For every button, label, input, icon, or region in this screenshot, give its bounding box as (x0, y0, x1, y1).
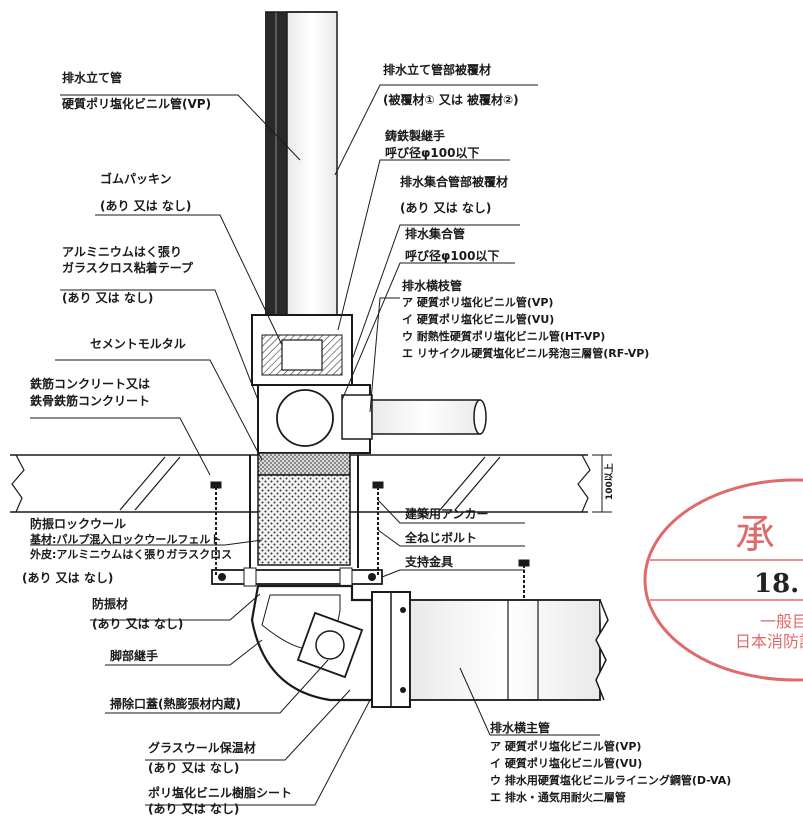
stamp-line1: 一般目 (760, 612, 803, 631)
label-group: 排水立て管 硬質ポリ塩化ビニル管(VP) 排水立て管部被覆材 (被覆材① 又は … (22, 62, 731, 816)
elbow-joint (250, 584, 374, 702)
branch-pipe (371, 399, 487, 435)
label-stack-cover-options: (被覆材① 又は 被覆材②) (383, 92, 519, 107)
label-pvc-sheet-opt: (あり 又は なし) (148, 802, 239, 816)
label-cast-iron-joint: 鋳鉄製継手 (385, 128, 445, 143)
leader-lines (30, 84, 600, 806)
cast-iron-joint (251, 314, 353, 386)
label-alu-tape-opt: (あり 又は なし) (62, 291, 153, 305)
label-rc-1: 鉄筋コンクリート又は (30, 376, 150, 391)
label-anchor: 建築用アンカー (404, 506, 489, 521)
label-main-pipe: 排水横主管 (490, 720, 550, 735)
label-rubber-packing-opt: (あり 又は なし) (100, 199, 191, 213)
dimension-label: 100以上 (603, 463, 615, 500)
label-main-u: ウ 排水用硬質塩化ビニルライニング鋼管(D-VA) (490, 773, 731, 787)
stamp-char: 承 (735, 512, 775, 558)
label-rockwool-opt: (あり 又は なし) (22, 571, 113, 585)
label-branch-pipe: 排水横枝管 (402, 278, 462, 293)
label-bracket: 支持金具 (404, 554, 453, 569)
label-alu-tape-2: ガラスクロス粘着テープ (62, 260, 194, 275)
label-vibration-mat-opt: (あり 又は なし) (92, 617, 183, 631)
label-stack-cover: 排水立て管部被覆材 (383, 62, 491, 77)
approval-stamp: 承 18. 一般目 日本消防設 (643, 478, 803, 682)
label-main-e: エ 排水・通気用耐火二層管 (490, 790, 626, 804)
stack-pipe (265, 11, 338, 333)
label-elbow: 脚部継手 (110, 648, 158, 663)
label-glasswool-opt: (あり 又は なし) (148, 761, 239, 775)
label-stack-pipe: 排水立て管 (62, 70, 122, 85)
label-rockwool-1: 防振ロックウール (30, 516, 126, 531)
label-stack-pipe-material: 硬質ポリ塩化ビニル管(VP) (62, 96, 211, 111)
label-cast-iron-size: 呼び径φ100以下 (385, 145, 479, 160)
label-pvc-sheet: ポリ塩化ビニル樹脂シート (148, 785, 292, 800)
label-cement-mortar: セメントモルタル (90, 337, 186, 351)
label-cleanout: 掃除口蓋(熱膨張材内蔵) (110, 696, 241, 711)
label-branch-a: ア 硬質ポリ塩化ビニル管(VP) (402, 295, 553, 309)
dimension-marker: 100以上 (592, 454, 615, 513)
stamp-line2: 日本消防設 (735, 632, 803, 651)
label-rockwool-3: 外皮:アルミニウムはく張りガラスクロス (29, 547, 232, 561)
collector-body (257, 384, 373, 454)
label-collector-cover: 排水集合管部被覆材 (400, 174, 508, 189)
label-collector-cover-opt: (あり 又は なし) (400, 201, 491, 215)
slab-penetration (249, 452, 359, 568)
pipe-flange (371, 591, 411, 708)
label-rubber-packing: ゴムパッキン (100, 171, 172, 186)
label-glasswool: グラスウール保温材 (148, 740, 256, 755)
label-collector-pipe-size: 呼び径φ100以下 (405, 248, 499, 263)
label-rockwool-2: 基材:パルプ混入ロックウールフェルト (29, 532, 221, 546)
support-bracket (211, 567, 383, 587)
main-pipe (409, 599, 609, 701)
stamp-number: 18. (754, 569, 799, 599)
label-branch-e: エ リサイクル硬質塩化ビニル発泡三層管(RF-VP) (402, 346, 649, 360)
label-main-i: イ 硬質ポリ塩化ビニル管(VU) (490, 756, 642, 770)
label-branch-u: ウ 耐熱性硬質ポリ塩化ビニル管(HT-VP) (402, 329, 605, 343)
label-alu-tape-1: アルミニウムはく張り (62, 245, 182, 259)
label-rc-2: 鉄骨鉄筋コンクリート (30, 393, 150, 408)
label-vibration-mat: 防振材 (92, 596, 128, 611)
label-bolt: 全ねじボルト (404, 530, 477, 545)
label-branch-i: イ 硬質ポリ塩化ビニル管(VU) (402, 312, 554, 326)
label-main-a: ア 硬質ポリ塩化ビニル管(VP) (490, 739, 641, 753)
label-collector-pipe: 排水集合管 (405, 226, 465, 241)
